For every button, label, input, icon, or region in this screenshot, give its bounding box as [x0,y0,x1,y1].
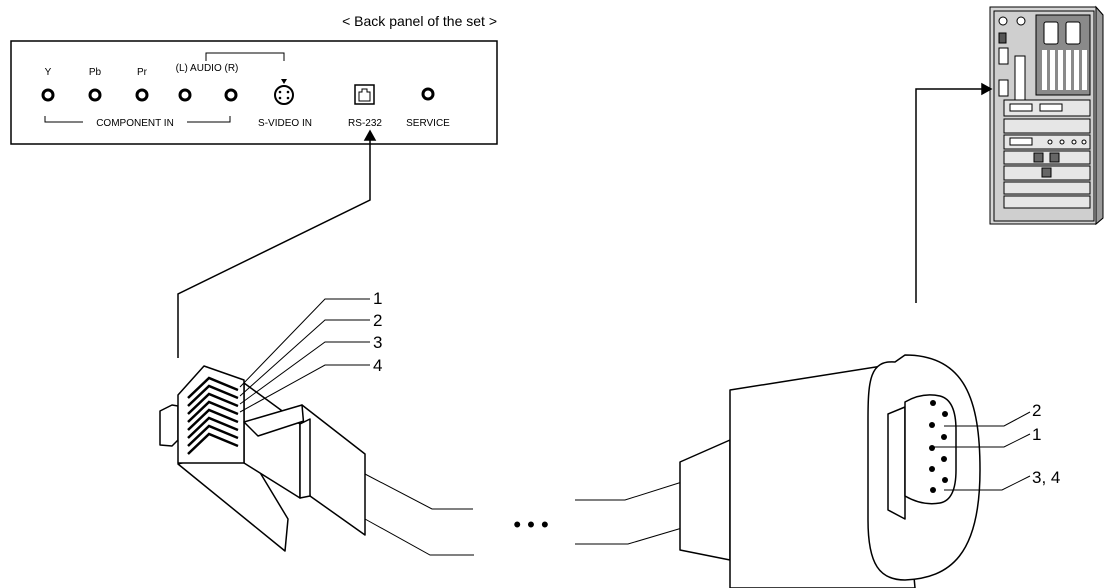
label-audio: (L) AUDIO (R) [176,63,239,74]
s-video-jack [274,79,294,105]
panel-title: < Back panel of the set > [342,13,497,29]
label-pb: Pb [89,67,102,78]
back-panel: < Back panel of the set > Y Pb Pr (L) AU… [10,13,498,145]
jack-service [421,87,435,101]
rj45-pin-label: 4 [373,356,382,375]
db9-pin-labels: 2 1 3, 4 [1032,401,1060,487]
audio-bracket [205,52,285,61]
jack-audio-l [178,88,192,102]
rj45-pin-label: 1 [373,289,382,308]
db9-pin-leaders [932,411,1031,491]
arrow-up-to-rs232 [363,129,377,141]
arrow-right-to-pc [981,82,993,96]
db9-connector [679,354,981,588]
component-bracket [44,116,231,123]
db9-pin-label: 2 [1032,401,1041,420]
ellipsis: • • • [513,512,548,537]
rj45-contacts [187,376,239,455]
cable-to-panel [177,140,371,358]
rj45-pin-label: 2 [373,311,382,330]
cable-to-pc [915,88,982,303]
db9-pin-label: 3, 4 [1032,468,1060,487]
connection-lines [177,82,993,358]
db9-face [887,406,906,520]
label-y: Y [45,67,52,78]
label-component-in: COMPONENT IN [96,118,174,129]
rj45-pin-labels: 1 2 3 4 [373,289,382,375]
db9-cable [575,481,683,545]
jack-audio-r [224,88,238,102]
rs232-port [354,84,375,105]
label-rs232: RS-232 [348,118,382,129]
pc-tower-icon [989,5,1104,226]
jack-pr [135,88,149,102]
jack-y [41,88,55,102]
label-s-video-in: S-VIDEO IN [258,118,312,129]
rj45-pin-label: 3 [373,333,382,352]
label-pr: Pr [137,67,148,78]
db9-pin-label: 1 [1032,425,1041,444]
db9-pins [929,400,948,493]
rj45-cable [364,473,474,556]
jack-pb [88,88,102,102]
rj45-pin-leaders [239,298,370,413]
label-service: SERVICE [406,118,450,129]
